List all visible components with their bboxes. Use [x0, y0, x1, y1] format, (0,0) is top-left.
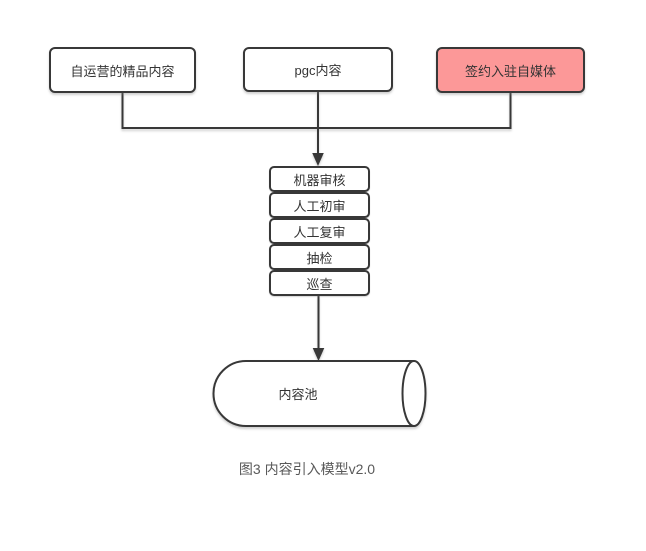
content-pool-cylinder-cap	[401, 360, 427, 427]
review-step-patrol: 巡查	[269, 270, 370, 296]
node-label: 内容池	[278, 387, 318, 402]
merge-connector	[121, 93, 512, 129]
arrow-to-review-stack-head	[312, 153, 324, 166]
review-step-spot-check: 抽检	[269, 244, 370, 270]
node-label: pgc内容	[294, 63, 342, 78]
node-label: 机器审核	[293, 172, 346, 188]
node-label: 签约入驻自媒体	[464, 63, 556, 79]
review-step-machine-audit: 机器审核	[269, 166, 370, 192]
diagram-caption: 图3 内容引入模型v2.0	[238, 461, 376, 477]
node-label: 人工复审	[293, 224, 346, 240]
review-step-manual-first-audit: 人工初审	[269, 192, 370, 218]
node-label: 人工初审	[293, 198, 346, 214]
node-label: 抽检	[306, 250, 333, 266]
node-source-signed-media-highlighted: 签约入驻自媒体	[436, 47, 585, 93]
node-source-pgc: pgc内容	[243, 47, 393, 92]
node-label: 自运营的精品内容	[70, 63, 175, 79]
node-source-self-operated: 自运营的精品内容	[49, 47, 196, 93]
node-content-pool: 内容池	[213, 361, 383, 426]
node-label: 巡查	[306, 276, 333, 292]
review-step-manual-re-audit: 人工复审	[269, 218, 370, 244]
arrow-to-pool-head	[312, 348, 325, 361]
